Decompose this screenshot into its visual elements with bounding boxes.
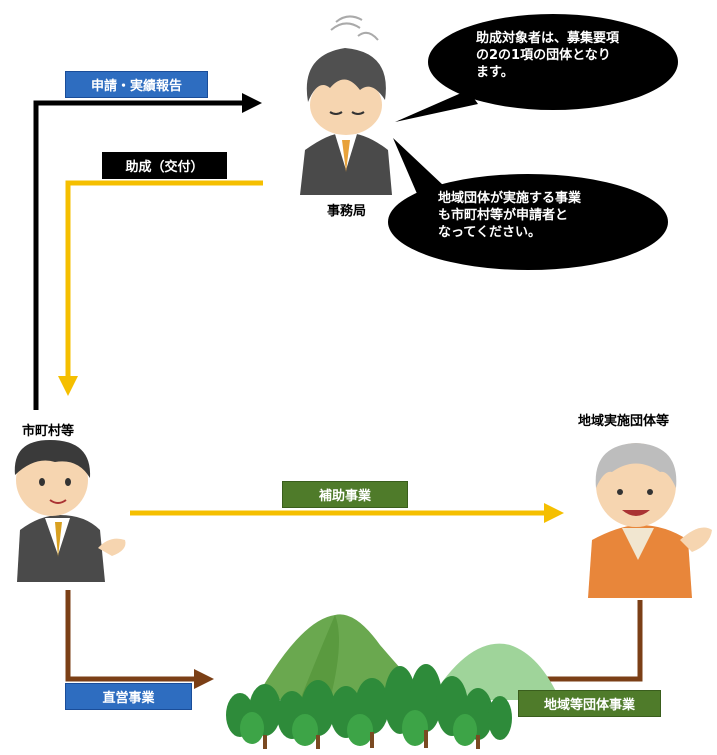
grant-arrow: [58, 180, 263, 396]
local-group-label: 地域実施団体等: [578, 414, 670, 429]
office-staff-illustration: [300, 15, 392, 195]
community-project-label: 地域等団体事業: [518, 690, 661, 717]
subsidy-arrow: [130, 503, 564, 523]
municipality-staff-illustration: [14, 440, 126, 582]
grant-label: 助成（交付）: [102, 152, 227, 179]
speech-bubble-bottom-text: 地域団体が実施する事業 も市町村等が申請者と なってください。: [438, 191, 582, 240]
speech-bubble-top-text: 助成対象者は、募集要項 の2の1項の団体となり ます。: [476, 31, 620, 80]
direct-project-arrow: [65, 590, 214, 689]
speech-bubble-bottom: [388, 138, 668, 270]
speech-bubble-top: [395, 14, 678, 122]
application-report-label: 申請・実績報告: [65, 71, 208, 98]
local-group-elder-illustration: [588, 443, 712, 598]
subsidy-project-label: 補助事業: [282, 481, 408, 508]
forest-illustration: [226, 614, 560, 749]
direct-project-label: 直営事業: [65, 683, 192, 710]
application-arrow: [33, 93, 262, 410]
office-label: 事務局: [327, 204, 367, 219]
municipality-label: 市町村等: [22, 424, 75, 439]
